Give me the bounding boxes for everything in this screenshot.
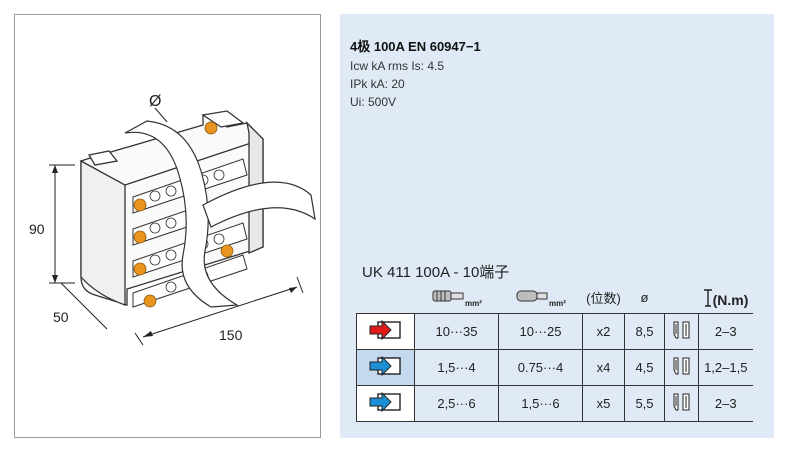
dim-line-width xyxy=(142,286,298,338)
product-title: UK 411 100A - 10端子 xyxy=(362,264,510,281)
range-ferrule: 2,5···6 xyxy=(414,385,499,422)
table-row: 10···35 10···25 x2 8,5 2–3 xyxy=(356,313,753,350)
header-unit-2: mm² xyxy=(549,299,566,308)
pole-count: x5 xyxy=(582,385,625,422)
range-solid: 0.75···4 xyxy=(498,349,583,386)
range-solid: 1,5···6 xyxy=(498,385,583,422)
header-screwdriver-col xyxy=(664,282,699,314)
table-row: 2,5···6 1,5···6 x5 5,5 2–3 xyxy=(356,385,753,422)
header-count: (位数) xyxy=(582,282,625,314)
screwdriver-icon xyxy=(673,357,689,375)
hole-diameter: 4,5 xyxy=(624,349,665,386)
screwdriver-cell xyxy=(664,385,699,422)
header-solid-col: mm² xyxy=(498,282,583,314)
screwdriver-icon xyxy=(673,321,689,339)
torque-value: 2–3 xyxy=(698,313,753,350)
torque-wrench-icon xyxy=(703,288,712,307)
hole-diameter: 8,5 xyxy=(624,313,665,350)
spec-ui: Ui: 500V xyxy=(350,95,397,109)
screwdriver-cell xyxy=(664,313,699,350)
connection-arrow-cell xyxy=(356,385,415,422)
ferrule-icon xyxy=(432,290,464,302)
dimension-width: 150 xyxy=(219,327,243,343)
header-arrow-col xyxy=(356,282,415,314)
terminal-orange-4 xyxy=(143,294,157,308)
hole-diameter: 5,5 xyxy=(624,385,665,422)
connection-arrow-cell xyxy=(356,349,415,386)
header-torque-col: (N.m) xyxy=(698,282,753,314)
range-ferrule: 1,5···4 xyxy=(414,349,499,386)
terminal-orange-2 xyxy=(133,230,147,244)
table-row: 1,5···4 0.75···4 x4 4,5 1,2–1,5 xyxy=(356,349,753,386)
terminal-orange-3 xyxy=(133,262,147,276)
connection-arrow-cell xyxy=(356,313,415,350)
pole-count: x4 xyxy=(582,349,625,386)
connection-arrow-icon xyxy=(369,319,401,341)
torque-value: 2–3 xyxy=(698,385,753,422)
range-ferrule: 10···35 xyxy=(414,313,499,350)
spec-panel: 4极 100A EN 60947−1 Icw kA rms Is: 4.5 IP… xyxy=(340,14,774,438)
dimension-height: 90 xyxy=(29,221,45,237)
range-solid: 10···25 xyxy=(498,313,583,350)
torque-value: 1,2–1,5 xyxy=(698,349,753,386)
spec-icw: Icw kA rms Is: 4.5 xyxy=(350,59,445,73)
screwdriver-cell xyxy=(664,349,699,386)
table-header-row: mm² mm² (位数) ø (N.m) xyxy=(356,282,753,314)
product-drawing-panel: Ø 90 50 150 xyxy=(14,14,321,438)
terminal-orange-5 xyxy=(204,121,218,135)
header-diameter: ø xyxy=(624,282,665,314)
solid-wire-icon xyxy=(516,290,548,302)
screwdriver-icon xyxy=(673,393,689,411)
table-body: 10···35 10···25 x2 8,5 2–3 1,5···4 0.75·… xyxy=(356,313,753,422)
header-ferrule-col: mm² xyxy=(414,282,499,314)
header-torque: (N.m) xyxy=(712,291,749,308)
connection-arrow-icon xyxy=(369,355,401,377)
terminal-block-drawing xyxy=(49,107,316,346)
header-unit-1: mm² xyxy=(465,299,482,308)
connection-arrow-icon xyxy=(369,391,401,413)
conductor-band xyxy=(124,120,239,308)
pole-count: x2 xyxy=(582,313,625,350)
spec-title: 4极 100A EN 60947−1 xyxy=(350,39,481,54)
terminal-orange-1 xyxy=(133,198,147,212)
terminal-orange-6 xyxy=(220,244,234,258)
dim-line-depth xyxy=(60,282,108,330)
terminal-spec-table: mm² mm² (位数) ø (N.m) xyxy=(356,282,753,422)
spec-ipk: IPk kA: 20 xyxy=(350,77,405,91)
dimension-depth: 50 xyxy=(53,309,69,325)
diameter-label: Ø xyxy=(149,93,162,110)
